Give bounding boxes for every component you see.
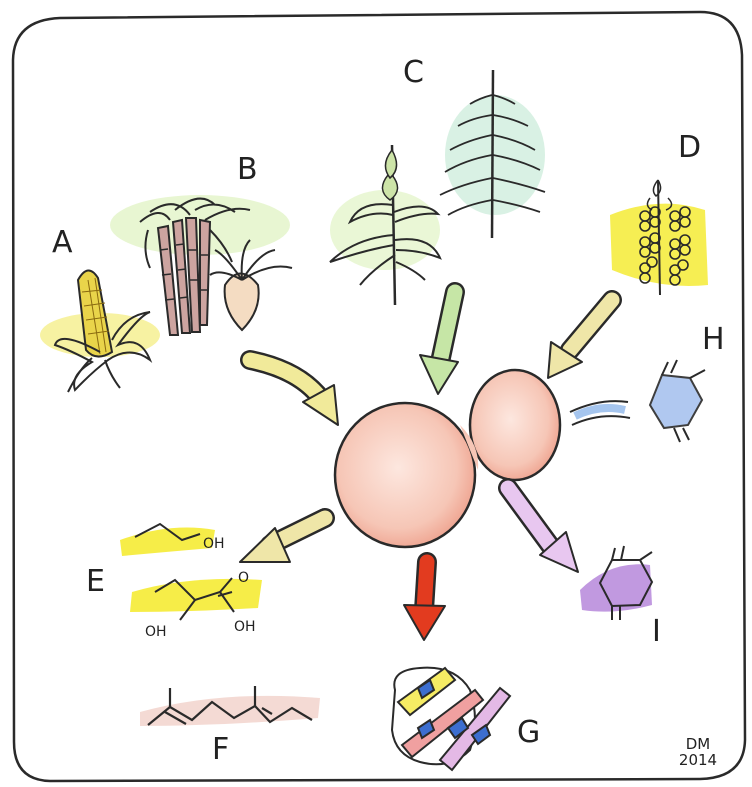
protein-g-drawing (392, 668, 510, 770)
label-g: G (517, 718, 540, 748)
lactic-o-label: O (238, 571, 249, 585)
label-f: F (212, 735, 229, 765)
arrow-yeast-to-g (404, 562, 445, 640)
arrow-a-b-to-yeast (250, 360, 338, 425)
label-d: D (678, 133, 701, 163)
sorghum-and-tree-drawing (330, 70, 545, 305)
lactic-oh-left-label: OH (145, 625, 167, 639)
sugarcane-and-beet-drawing (110, 195, 292, 335)
ethanol-oh-label: OH (203, 537, 225, 551)
label-e: E (86, 567, 105, 597)
corn-plant-drawing (40, 270, 160, 392)
label-b: B (237, 155, 258, 185)
rapeseed-plant-drawing (610, 180, 708, 295)
arrow-c-to-yeast (420, 292, 458, 394)
label-i: I (652, 617, 661, 647)
arrow-yeast-to-e (240, 518, 325, 562)
molecule-h-drawing (570, 360, 705, 442)
border-frame (13, 12, 745, 781)
signature: DM 2014 (673, 737, 723, 769)
arrow-d-to-yeast (548, 300, 612, 378)
molecule-i-drawing (580, 546, 652, 620)
signature-year: 2014 (673, 753, 723, 769)
molecule-f-drawing (140, 686, 320, 726)
label-c: C (403, 58, 424, 88)
arrow-yeast-to-i (508, 488, 578, 572)
label-a: A (52, 228, 73, 258)
label-h: H (702, 325, 725, 355)
lactic-oh-right-label: OH (234, 620, 256, 634)
